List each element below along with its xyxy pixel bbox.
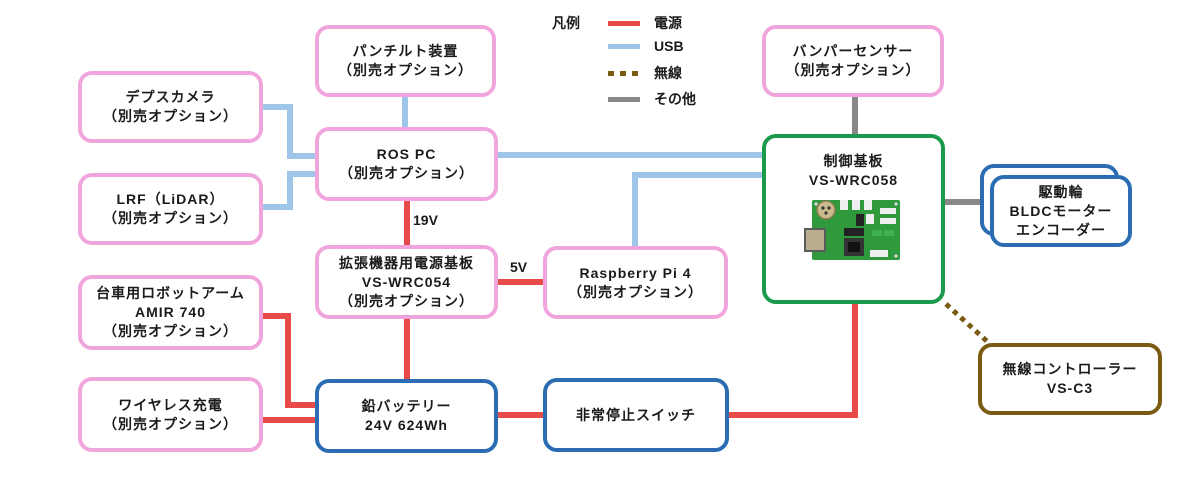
node-sublabel: （別売オプション） bbox=[103, 108, 238, 124]
node-lrf[interactable]: LRF（LiDAR） （別売オプション） bbox=[78, 173, 263, 245]
node-robot-arm[interactable]: 台車用ロボットアーム AMIR 740 （別売オプション） bbox=[78, 275, 263, 350]
node-control-board[interactable]: 制御基板 VS-WRC058 bbox=[762, 134, 945, 304]
legend-item-power: 電源 bbox=[608, 13, 682, 33]
node-label: 拡張機器用電源基板 bbox=[339, 254, 474, 271]
legend-item-other: その他 bbox=[608, 89, 696, 109]
legend-label-wireless: 無線 bbox=[654, 65, 682, 81]
node-sublabel: （別売オプション） bbox=[103, 210, 238, 226]
legend-label-usb: USB bbox=[654, 38, 684, 54]
legend-label-power: 電源 bbox=[654, 15, 682, 31]
node-sublabel: （別売オプション） bbox=[338, 62, 473, 78]
node-sublabel: （別売オプション） bbox=[339, 165, 474, 181]
legend-swatch-other bbox=[608, 96, 640, 102]
node-label: 駆動輪 bbox=[1038, 183, 1084, 200]
node-raspberry-pi[interactable]: Raspberry Pi 4 （別売オプション） bbox=[543, 246, 728, 319]
node-label: 無線コントローラー bbox=[1002, 361, 1138, 377]
node-battery[interactable]: 鉛バッテリー 24V 624Wh bbox=[315, 379, 498, 453]
node-label: LRF（LiDAR） bbox=[116, 191, 225, 207]
usb-wire-depth-camera bbox=[262, 104, 318, 159]
node-sublabel: BLDCモーター bbox=[1009, 202, 1113, 219]
node-spec: 24V 624Wh bbox=[365, 417, 448, 433]
legend-swatch-wireless bbox=[608, 70, 640, 76]
node-drive-wheel[interactable]: 駆動輪 BLDCモーター エンコーダー bbox=[990, 175, 1132, 247]
node-sublabel: （別売オプション） bbox=[103, 415, 238, 432]
node-wireless-charge[interactable]: ワイヤレス充電 （別売オプション） bbox=[78, 377, 263, 452]
node-estop[interactable]: 非常停止スイッチ bbox=[543, 378, 729, 452]
legend-title: 凡例 bbox=[552, 15, 580, 31]
node-label: パンチルト装置 bbox=[352, 43, 459, 59]
node-power-board[interactable]: 拡張機器用電源基板 VS-WRC054 （別売オプション） bbox=[315, 245, 498, 319]
power-wire-arm bbox=[262, 313, 318, 408]
node-label: 鉛バッテリー bbox=[361, 398, 452, 414]
node-sublabel: エンコーダー bbox=[1016, 221, 1106, 238]
node-model: VS-WRC058 bbox=[808, 172, 899, 188]
node-sublabel: （別売オプション） bbox=[339, 292, 474, 309]
legend-item-usb: USB bbox=[608, 38, 684, 54]
power-wire-estop-to-control bbox=[727, 302, 858, 418]
node-model: VS-WRC054 bbox=[361, 273, 452, 290]
node-sublabel: （別売オプション） bbox=[785, 62, 921, 78]
usb-wire-lrf bbox=[262, 171, 318, 210]
node-label: デプスカメラ bbox=[125, 89, 216, 105]
legend-swatch-power bbox=[608, 20, 640, 26]
node-bumper[interactable]: バンパーセンサー （別売オプション） bbox=[762, 25, 944, 97]
node-wireless-controller[interactable]: 無線コントローラー VS-C3 bbox=[978, 343, 1162, 415]
node-label: ROS PC bbox=[376, 146, 437, 162]
legend-swatch-usb bbox=[608, 43, 640, 49]
node-label: 非常停止スイッチ bbox=[576, 406, 696, 423]
node-model: AMIR 740 bbox=[134, 304, 207, 320]
node-pantilt[interactable]: パンチルト装置 （別売オプション） bbox=[315, 25, 496, 97]
node-label: 制御基板 bbox=[823, 153, 884, 169]
node-depth-camera[interactable]: デプスカメラ （別売オプション） bbox=[78, 71, 263, 143]
node-model: VS-C3 bbox=[1046, 380, 1094, 396]
wireless-wire bbox=[944, 302, 992, 346]
legend-item-wireless: 無線 bbox=[608, 63, 682, 83]
edge-label-5v: 5V bbox=[510, 259, 528, 275]
pcb-board-photo bbox=[803, 200, 900, 260]
node-sublabel: （別売オプション） bbox=[568, 283, 703, 300]
usb-wire-pi-to-control bbox=[632, 172, 765, 248]
node-ros-pc[interactable]: ROS PC （別売オプション） bbox=[315, 127, 498, 201]
node-sublabel: （別売オプション） bbox=[103, 323, 238, 339]
node-label: 台車用ロボットアーム bbox=[96, 285, 245, 301]
edge-label-19v: 19V bbox=[413, 212, 438, 228]
node-label: Raspberry Pi 4 bbox=[579, 264, 692, 281]
legend-label-other: その他 bbox=[654, 91, 696, 107]
node-label: ワイヤレス充電 bbox=[118, 396, 223, 413]
node-label: バンパーセンサー bbox=[792, 43, 914, 59]
